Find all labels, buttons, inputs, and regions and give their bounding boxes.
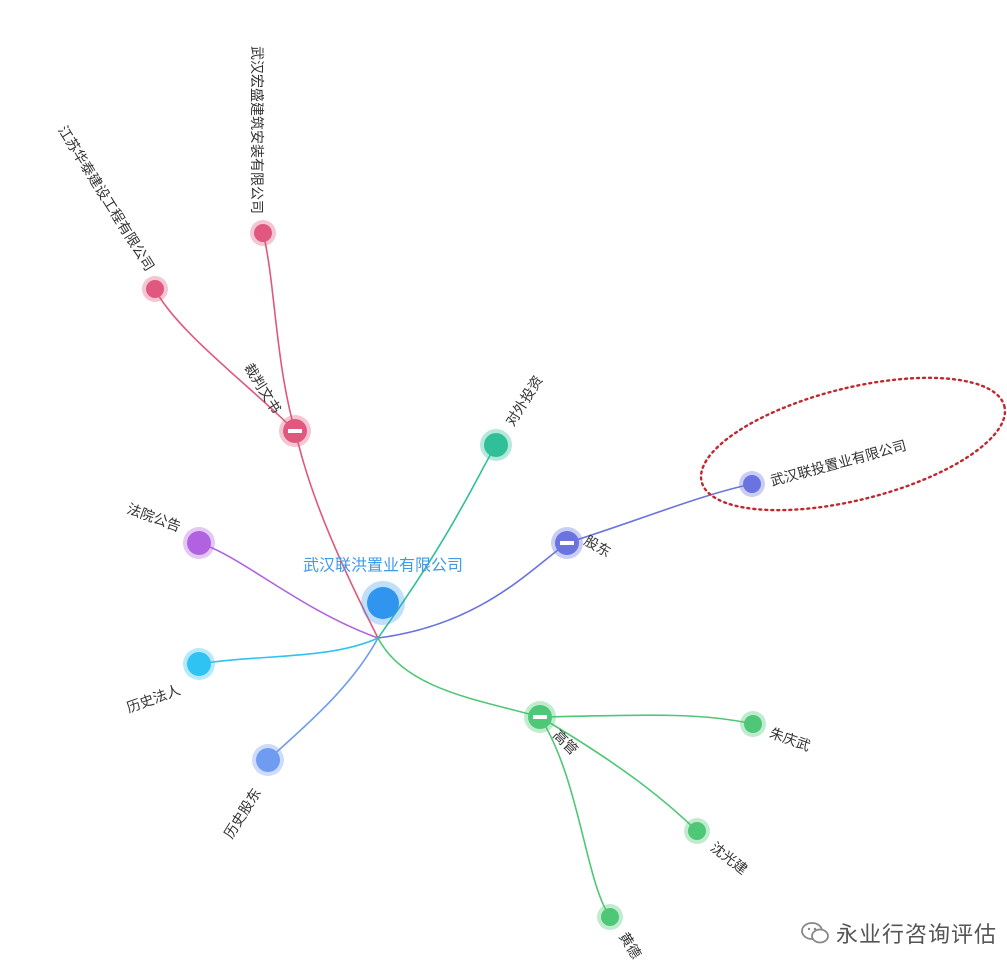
- node-shareholder[interactable]: [551, 527, 583, 559]
- node-judicial-child-0-dot: [146, 280, 164, 298]
- link-judicial-child-1: [262, 232, 296, 432]
- node-shareholder-child-0-dot: [743, 475, 761, 493]
- link-investment: [377, 444, 497, 639]
- center-node-dot: [367, 587, 399, 619]
- link-shareholder: [377, 542, 568, 639]
- node-executives-child-1-dot: [688, 822, 706, 840]
- node-shareholder-history[interactable]: [252, 744, 284, 776]
- link-judicial: [294, 430, 379, 639]
- link-legal-history: [198, 637, 379, 665]
- link-executives-child-2: [539, 716, 611, 918]
- link-executives-child-1: [539, 716, 698, 832]
- node-judicial-child-1[interactable]: [250, 220, 276, 246]
- label-shareholder-child-0: 武汉联投置业有限公司: [769, 438, 908, 490]
- link-shareholder-history: [267, 637, 379, 761]
- link-executives-child-0: [539, 714, 754, 725]
- node-judicial-child-0[interactable]: [142, 276, 168, 302]
- node-court[interactable]: [183, 527, 215, 559]
- label-judicial-child-1: 武汉宏盛建筑安装有限公司: [248, 46, 264, 214]
- link-court: [198, 542, 379, 639]
- label-shareholder-history: 历史股东: [222, 786, 265, 842]
- watermark-text: 永业行咨询评估: [835, 923, 997, 948]
- node-legal-history[interactable]: [183, 648, 215, 680]
- node-shareholder-history-dot: [256, 748, 280, 772]
- watermark: 永业行咨询评估: [800, 917, 997, 949]
- node-shareholder-child-0[interactable]: [739, 471, 765, 497]
- label-judicial-child-0: 江苏华泰建设工程有限公司: [54, 123, 157, 274]
- nodes: [142, 220, 766, 930]
- link-judicial-child-0: [154, 288, 296, 432]
- collapse-minus-icon[interactable]: [288, 429, 302, 433]
- label-legal-history: 历史法人: [125, 682, 183, 716]
- link-executives: [377, 637, 541, 718]
- center-node[interactable]: [361, 581, 405, 625]
- label-executives-child-0: 朱庆武: [767, 725, 812, 754]
- node-legal-history-dot: [187, 652, 211, 676]
- node-judicial[interactable]: [279, 415, 311, 447]
- node-executives-child-0-dot: [744, 715, 762, 733]
- label-investment: 对外投资: [503, 373, 546, 429]
- node-executives[interactable]: [524, 701, 556, 733]
- label-executives-child-2: 黄德: [615, 929, 644, 962]
- collapse-minus-icon[interactable]: [533, 715, 547, 719]
- node-judicial-child-1-dot: [254, 224, 272, 242]
- label-court: 法院公告: [125, 501, 183, 535]
- link-shareholder-child-0: [566, 483, 753, 544]
- node-investment-dot: [484, 433, 508, 457]
- label-shareholder: 股东: [581, 533, 613, 561]
- label-judicial: 裁判文书: [240, 361, 283, 417]
- collapse-minus-icon[interactable]: [560, 541, 574, 545]
- label-executives-child-1: 沈光建: [707, 840, 750, 878]
- links: [154, 232, 754, 918]
- center-label: 武汉联洪置业有限公司: [303, 556, 463, 575]
- node-executives-child-2-dot: [601, 908, 619, 926]
- node-executives-child-0[interactable]: [740, 711, 766, 737]
- highlight-ellipse: [699, 376, 1007, 512]
- node-investment[interactable]: [480, 429, 512, 461]
- wechat-icon: [801, 922, 829, 944]
- label-executives: 高管: [549, 727, 581, 759]
- node-court-dot: [187, 531, 211, 555]
- node-executives-child-1[interactable]: [684, 818, 710, 844]
- node-executives-child-2[interactable]: [597, 904, 623, 930]
